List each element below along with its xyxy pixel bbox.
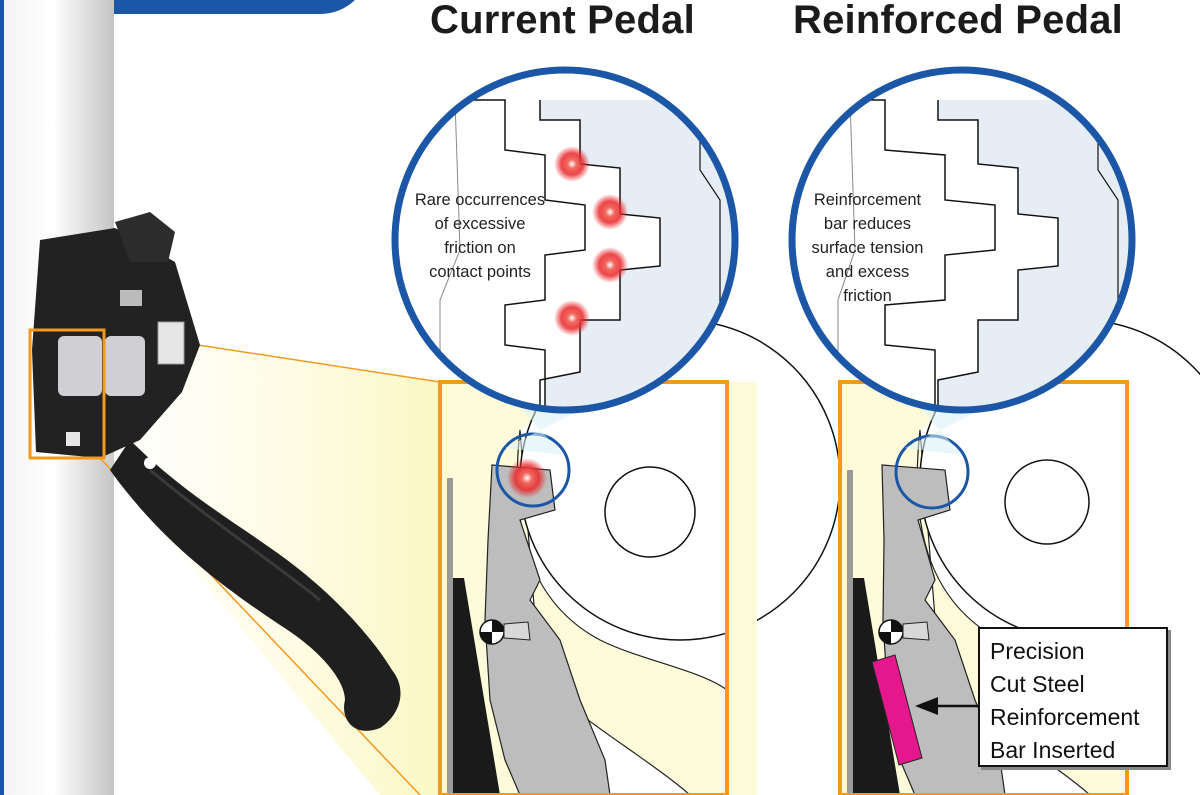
- callout-line: Precision: [990, 638, 1085, 664]
- pedal-highlight-box: [28, 328, 106, 460]
- note-current-friction: Rare occurrences of excessive friction o…: [400, 188, 560, 284]
- friction-spot-2: [592, 194, 628, 230]
- title-current-pedal: Current Pedal: [430, 0, 695, 42]
- note-current-line: of excessive: [434, 215, 526, 233]
- rotor-hub: [604, 466, 696, 558]
- blue-frame-edge: [0, 0, 4, 795]
- note-current-line: Rare occurrences: [414, 191, 546, 209]
- note-reinforced-line: bar reduces: [823, 215, 912, 233]
- friction-spot-1: [554, 146, 590, 182]
- arm-gray: [484, 464, 611, 795]
- magnifier-current: [391, 66, 739, 414]
- pedal-arm: [110, 440, 401, 731]
- friction-spot-small: [507, 458, 547, 498]
- callout-line: Bar Inserted: [990, 737, 1116, 763]
- friction-spot-3: [592, 247, 628, 283]
- magnifier-reinforced: [788, 66, 1136, 414]
- current-pedal-panel: [438, 319, 841, 795]
- callout-line: Cut Steel: [990, 671, 1085, 697]
- reinforcement-callout-box: Precision Cut Steel Reinforcement Bar In…: [978, 627, 1168, 767]
- note-reinforced-line: surface tension: [811, 239, 924, 257]
- friction-spot-4: [554, 300, 590, 336]
- note-reinforced-line: and excess: [825, 263, 910, 281]
- note-reinforced-line: Reinforcement: [813, 191, 922, 209]
- note-reinforced-line: friction: [843, 287, 892, 305]
- note-current-line: contact points: [429, 263, 531, 281]
- callout-arrowhead: [915, 697, 938, 715]
- note-current-line: friction on: [444, 239, 516, 257]
- reinforcement-bar: [871, 654, 923, 766]
- pedal-sensor-cap: [115, 212, 175, 262]
- title-reinforced-pedal: Reinforced Pedal: [793, 0, 1123, 42]
- pedal-assembly: [32, 212, 401, 731]
- callout-line: Reinforcement: [990, 704, 1140, 730]
- note-reinforced-benefit: Reinforcement bar reduces surface tensio…: [795, 188, 940, 308]
